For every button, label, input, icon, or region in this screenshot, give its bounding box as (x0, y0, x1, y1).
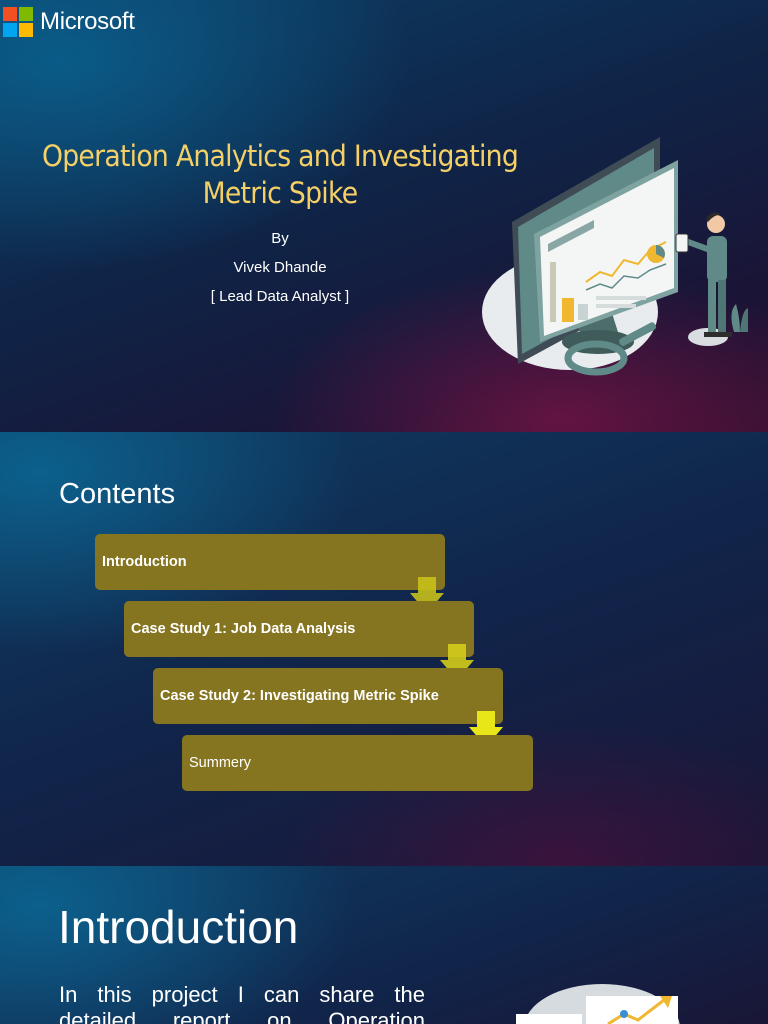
brand-name: Microsoft (40, 8, 135, 35)
contents-item-label: Case Study 2: Investigating Metric Spike (160, 688, 439, 704)
by-label: By (271, 230, 289, 247)
microsoft-logo-icon (3, 7, 33, 37)
author-name: Vivek Dhande (233, 259, 327, 276)
title-slide: Microsoft Operation Analytics and Invest… (0, 0, 768, 432)
introduction-text-line-2: detailed report on Operation (59, 1008, 425, 1024)
contents-item-summery: Summery (182, 735, 533, 791)
slide-title-line-2: Metric Spike (202, 176, 359, 210)
contents-slide: Contents Introduction Case Study 1: Job … (0, 432, 768, 866)
arrow-down-icon (440, 644, 474, 680)
introduction-text: In this project I can share the detailed… (59, 982, 425, 1024)
growth-chart-illustration (516, 984, 680, 1024)
contents-item-case-study-2: Case Study 2: Investigating Metric Spike (153, 668, 503, 724)
introduction-title: Introduction (58, 901, 299, 953)
analytics-dashboard-illustration (482, 137, 748, 376)
slide-title: Operation Analytics and Investigating Me… (41, 138, 519, 212)
introduction-slide: Introduction In this project I can share… (0, 866, 768, 1024)
contents-title: Contents (59, 478, 176, 510)
author-role: [ Lead Data Analyst ] (210, 288, 350, 305)
slide-title-line-1: Operation Analytics and Investigating (41, 139, 519, 173)
arrow-down-icon (469, 711, 503, 747)
contents-item-case-study-1: Case Study 1: Job Data Analysis (124, 601, 474, 657)
contents-item-introduction: Introduction (95, 534, 445, 590)
contents-item-label: Case Study 1: Job Data Analysis (131, 621, 356, 637)
introduction-text-line-1: In this project I can share the (59, 982, 425, 1007)
arrow-down-icon (410, 577, 444, 613)
contents-item-label: Introduction (102, 554, 187, 570)
contents-item-label: Summery (189, 755, 252, 771)
